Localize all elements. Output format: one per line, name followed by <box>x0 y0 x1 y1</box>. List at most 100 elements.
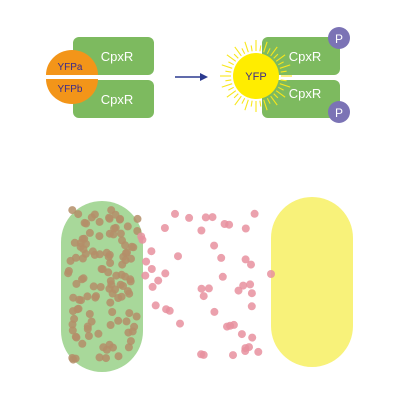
glow-ray <box>244 99 249 111</box>
molecule-dot <box>95 250 104 259</box>
molecule-dot <box>218 272 227 281</box>
glow-ray <box>259 45 262 52</box>
molecule-dot <box>87 317 96 326</box>
glow-ray <box>250 45 253 52</box>
right-complex: YFP CpxR CpxR P P <box>220 27 350 123</box>
yfp-b-label: YFPb <box>57 84 82 95</box>
molecule-dot <box>116 214 125 223</box>
molecule-dot <box>197 226 206 235</box>
molecule-dot <box>102 354 110 363</box>
molecule-dot <box>133 214 142 223</box>
molecule-dot <box>126 337 135 346</box>
molecule-dot <box>95 232 104 241</box>
molecule-dot <box>123 287 132 296</box>
glow-ray <box>273 53 279 59</box>
yfp-b-half <box>46 79 98 104</box>
molecule-dot <box>234 286 243 295</box>
molecule-dot <box>154 276 163 285</box>
phospho-top-circle <box>328 27 350 49</box>
molecule-dot <box>108 289 117 298</box>
molecule-dot <box>106 298 115 307</box>
molecule-dot <box>96 283 105 291</box>
glow-ray <box>275 90 286 98</box>
molecule-dot <box>88 247 97 256</box>
molecule-dot <box>127 242 136 251</box>
molecule-dot <box>185 213 194 222</box>
molecule-dot <box>247 289 256 298</box>
molecule-dot <box>87 213 96 222</box>
glow-ray <box>278 61 284 66</box>
molecule-dot <box>161 269 170 278</box>
glow-ray <box>233 53 239 59</box>
molecule-dot <box>70 238 79 247</box>
molecule-dot <box>201 213 210 222</box>
phospho-top-label: P <box>335 32 343 46</box>
glow-ray <box>234 95 242 106</box>
molecule-dot <box>95 353 104 362</box>
right-bottom-cpxr-label: CpxR <box>289 86 322 101</box>
molecule-dot <box>71 332 80 341</box>
yfp-glow-rays <box>220 40 292 112</box>
molecule-dot <box>85 310 94 318</box>
glow-ray <box>244 41 249 53</box>
yfp-a-label: YFPa <box>57 62 82 73</box>
molecule-dot <box>132 312 141 321</box>
molecule-dot <box>117 292 126 301</box>
yfp-circle <box>233 53 279 99</box>
left-bottom-cpxr-label: CpxR <box>101 92 134 107</box>
molecule-dot <box>105 229 114 238</box>
glow-ray <box>279 64 291 69</box>
molecule-dot <box>109 343 117 352</box>
molecule-dot <box>76 239 85 247</box>
glow-ray <box>273 93 279 99</box>
right-top-cpxr-label: CpxR <box>289 49 322 64</box>
molecule-dot <box>141 271 150 280</box>
molecule-dot <box>68 206 77 215</box>
glow-ray <box>221 83 233 88</box>
glow-ray <box>280 79 287 82</box>
molecule-dot <box>124 343 133 352</box>
glow-ray <box>226 54 237 62</box>
molecule-dot <box>95 217 104 226</box>
molecule-dot <box>147 265 156 273</box>
molecule-dot <box>241 344 250 353</box>
molecule-dot <box>267 270 275 278</box>
right-arrow-icon <box>175 73 208 81</box>
molecule-dot <box>241 255 250 264</box>
molecule-dot <box>83 325 92 333</box>
molecule-dot <box>126 277 135 286</box>
glow-ray <box>234 46 242 57</box>
glow-ray <box>226 90 237 98</box>
molecule-dot <box>123 222 132 231</box>
glow-ray <box>263 99 268 111</box>
molecule-dot <box>147 247 156 256</box>
molecule-dot <box>142 257 151 266</box>
molecule-dot <box>165 306 174 315</box>
molecule-dot <box>73 305 82 314</box>
molecule-dot <box>199 292 208 301</box>
yfp-a-half <box>46 50 98 75</box>
molecule-dot <box>114 316 123 325</box>
molecule-dot <box>121 272 130 281</box>
left-complex: CpxR CpxR YFPa YFPb <box>46 37 154 118</box>
molecule-dot <box>197 350 206 359</box>
molecule-dot <box>174 252 182 261</box>
glow-ray <box>225 79 232 82</box>
molecule-dot <box>210 241 219 250</box>
molecule-dot <box>160 224 169 232</box>
glow-ray <box>250 100 253 107</box>
molecule-dot <box>151 301 160 310</box>
glow-ray <box>266 98 271 104</box>
molecule-dot <box>71 253 80 262</box>
molecule-dot <box>68 326 77 335</box>
molecule-dot <box>98 265 107 274</box>
molecule-dot <box>72 279 81 288</box>
molecule-dot <box>94 329 103 338</box>
molecule-dot <box>125 309 134 318</box>
molecule-dot <box>91 293 100 302</box>
molecule-dot <box>83 292 92 301</box>
molecule-dot <box>148 282 157 291</box>
molecule-dot <box>171 209 179 218</box>
molecule-dot <box>229 351 237 360</box>
